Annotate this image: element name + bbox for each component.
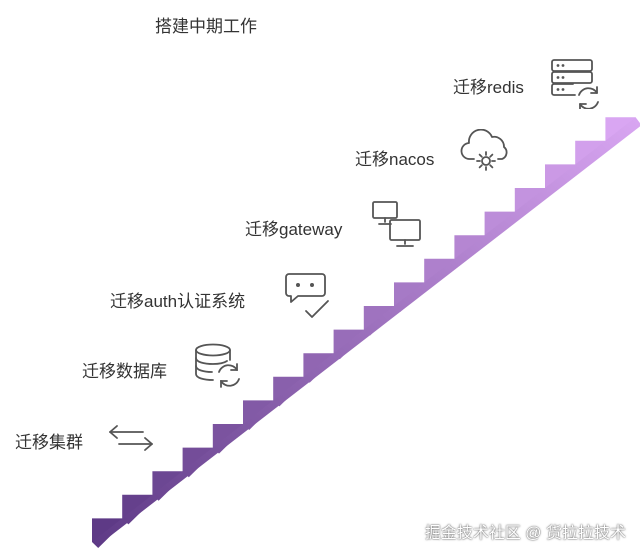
watermark: 掘金技术社区 @ 货拉拉技术 (424, 525, 626, 542)
diagram-title: 搭建中期工作 (155, 17, 257, 36)
step-label-nacos: 迁移nacos (355, 150, 435, 169)
database-sync-icon (195, 343, 240, 388)
chat-check-icon (285, 273, 329, 318)
cloud-gear-icon (460, 129, 508, 171)
step-label-redis: 迁移redis (453, 78, 524, 97)
arrows-left-right-icon (109, 425, 153, 451)
step-label-auth: 迁移auth认证系统 (110, 292, 246, 311)
server-sync-icon (551, 59, 599, 109)
stair-steps (92, 117, 640, 548)
step-label-cluster: 迁移集群 (15, 433, 83, 452)
monitors-icon (372, 201, 421, 247)
step-label-database: 迁移数据库 (82, 362, 167, 381)
stair-base (92, 117, 640, 544)
step-label-gateway: 迁移gateway (245, 220, 343, 239)
